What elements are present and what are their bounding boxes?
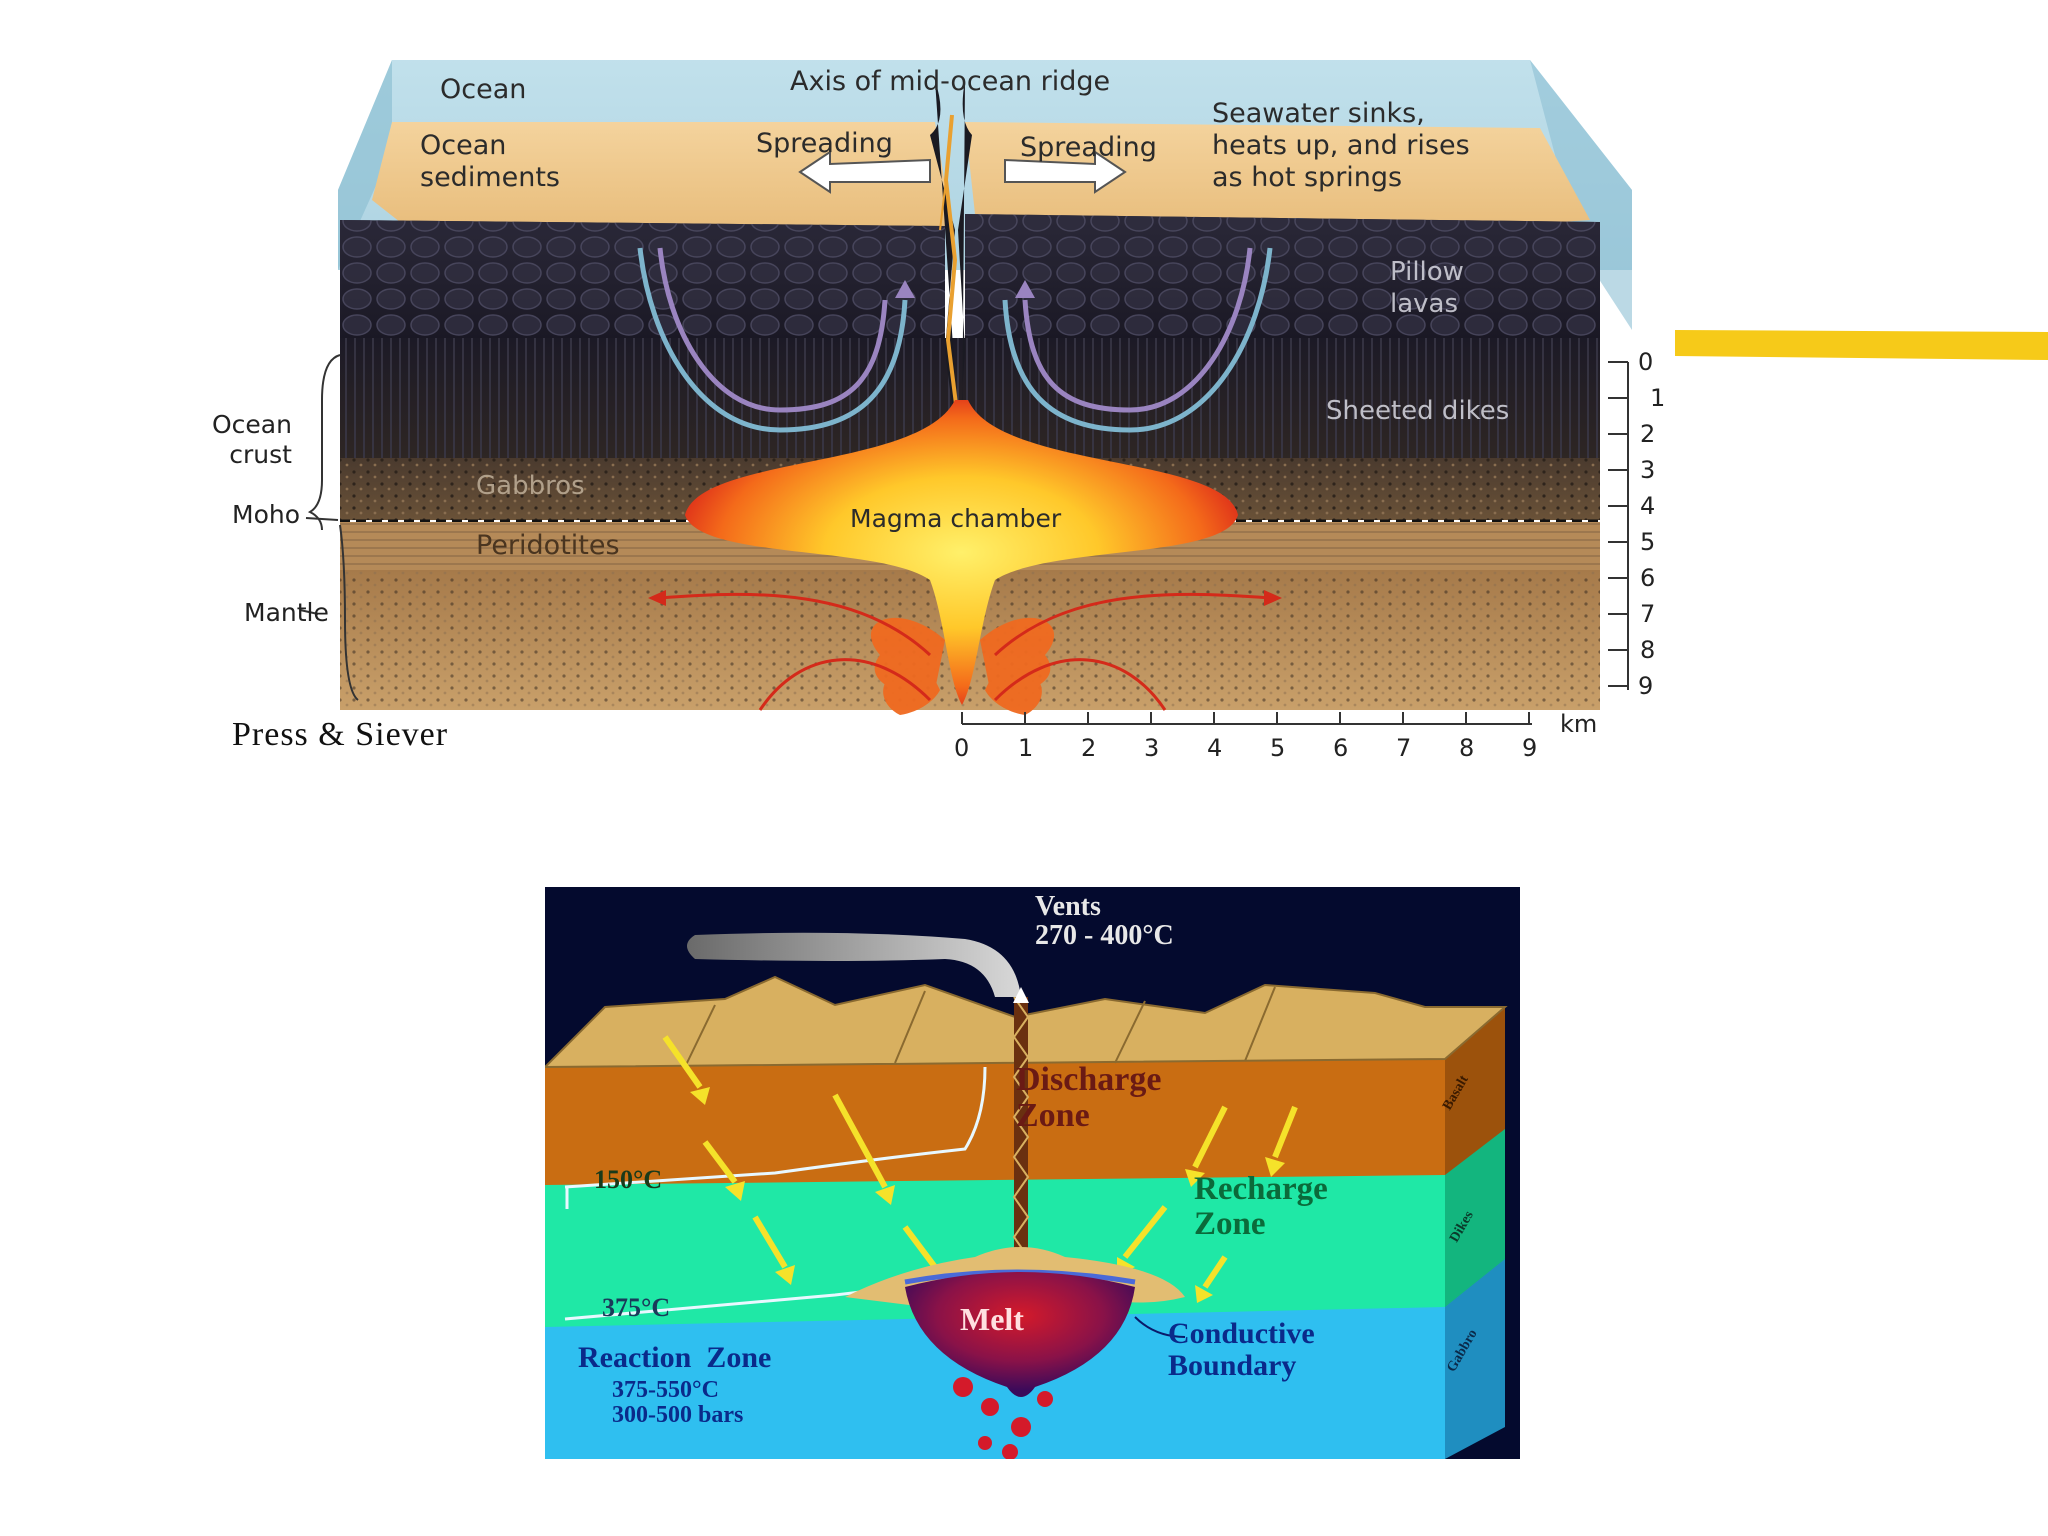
distance-tick-label: 7 [1396, 734, 1411, 762]
depth-tick-label: 1 [1650, 384, 1665, 412]
temp-375-label: 375°C [602, 1294, 670, 1321]
mantle-label: Mantle [244, 598, 329, 628]
ridge-axis-label: Axis of mid-ocean ridge [790, 66, 1110, 98]
depth-tick-label: 7 [1640, 600, 1655, 628]
distance-tick-label: 1 [1018, 734, 1033, 762]
scale-unit-label: km [1560, 710, 1597, 738]
depth-tick-label: 3 [1640, 456, 1655, 484]
depth-tick-label: 4 [1640, 492, 1655, 520]
depth-tick-label: 9 [1638, 672, 1653, 700]
magma-chamber-label: Magma chamber [850, 503, 1061, 535]
ocean-crust-label: Ocean crust [212, 410, 292, 470]
gabbros-label: Gabbros [476, 470, 585, 502]
distance-tick-label: 9 [1522, 734, 1537, 762]
seawater-label: Seawater sinks, heats up, and rises as h… [1212, 98, 1470, 194]
horizontal-scale [962, 712, 1532, 724]
vents-label: Vents 270 - 400°C [1035, 892, 1174, 951]
distance-tick-label: 3 [1144, 734, 1159, 762]
distance-tick-label: 5 [1270, 734, 1285, 762]
ocean-label: Ocean [440, 74, 526, 106]
depth-tick-label: 0 [1638, 348, 1653, 376]
distance-tick-label: 0 [954, 734, 969, 762]
highlighter-mark [1675, 330, 2048, 360]
conductive-boundary-label: Conductive Boundary [1168, 1318, 1315, 1381]
spreading-right-label: Spreading [1020, 132, 1157, 164]
depth-scale [1608, 362, 1628, 690]
depth-tick-label: 5 [1640, 528, 1655, 556]
reaction-details-label: 375-550°C 300-500 bars [612, 1378, 743, 1428]
discharge-zone-label: Discharge Zone [1016, 1062, 1161, 1133]
temp-150-label: 150°C [594, 1166, 662, 1193]
depth-tick-label: 2 [1640, 420, 1655, 448]
depth-tick-label: 8 [1640, 636, 1655, 664]
mid-ocean-ridge-diagram [0, 0, 2048, 790]
distance-tick-label: 2 [1081, 734, 1096, 762]
pillow-lavas-label: Pillow lavas [1390, 256, 1464, 320]
sheeted-dikes-label: Sheeted dikes [1326, 395, 1509, 427]
melt-label: Melt [960, 1303, 1024, 1337]
recharge-zone-label: Recharge Zone [1194, 1172, 1328, 1241]
distance-tick-label: 6 [1333, 734, 1348, 762]
depth-tick-label: 6 [1640, 564, 1655, 592]
moho-label: Moho [232, 500, 300, 530]
credit-label: Press & Siever [232, 716, 448, 754]
ocean-sediments-label: Ocean sediments [420, 130, 560, 194]
peridotites-label: Peridotites [476, 530, 620, 562]
distance-tick-label: 8 [1459, 734, 1474, 762]
spreading-left-label: Spreading [756, 128, 893, 160]
distance-tick-label: 4 [1207, 734, 1222, 762]
reaction-zone-label: Reaction Zone [578, 1342, 771, 1374]
